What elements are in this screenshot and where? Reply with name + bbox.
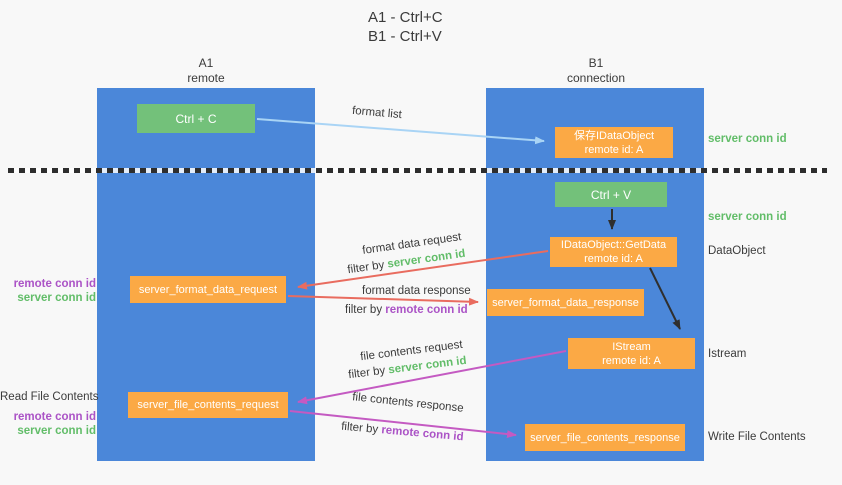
title-line-ctrl-c: A1 - Ctrl+C bbox=[368, 9, 443, 26]
ctrl-c-action-box: Ctrl + C bbox=[137, 104, 255, 133]
title-line-ctrl-v: B1 - Ctrl+V bbox=[368, 28, 442, 45]
annotation-remote-conn-id-file: remote conn id bbox=[13, 411, 96, 423]
filter-by-text: filter by bbox=[340, 420, 379, 436]
annotation-istream: Istream bbox=[708, 348, 747, 360]
istream-box: IStream remote id: A bbox=[568, 338, 695, 369]
annotation-server-conn-id-save: server conn id bbox=[708, 133, 787, 145]
format-list-label: format list bbox=[351, 104, 403, 122]
file-contents-response-label: file contents response bbox=[351, 391, 465, 415]
server-file-contents-response-label: server_file_contents_response bbox=[530, 431, 680, 444]
lifeline-a1-name: A1 bbox=[198, 56, 214, 70]
diagram-title: A1 - Ctrl+C B1 - Ctrl+V bbox=[368, 8, 443, 46]
filter-by-text: filter by bbox=[347, 364, 386, 382]
lifeline-b1-role: connection bbox=[566, 71, 626, 85]
dotted-divider-line bbox=[8, 168, 827, 173]
format-data-response-label: format data response bbox=[362, 285, 471, 297]
remote-conn-id-text: remote conn id bbox=[385, 304, 468, 316]
istream-line1: IStream bbox=[612, 340, 651, 353]
lifeline-header-a1: A1 remote bbox=[146, 56, 266, 86]
server-format-data-response-label: server_format_data_response bbox=[492, 296, 639, 309]
annotation-server-conn-id-file: server conn id bbox=[17, 425, 96, 437]
ctrl-v-action-box: Ctrl + V bbox=[555, 182, 667, 207]
lifeline-header-b1: B1 connection bbox=[536, 56, 656, 86]
save-idataobject-box: 保存IDataObject remote id: A bbox=[555, 127, 673, 158]
getdata-line2: remote id: A bbox=[584, 253, 643, 265]
format-data-response-filter-label: filter by remote conn id bbox=[345, 304, 468, 316]
server-format-data-request-box: server_format_data_request bbox=[130, 276, 286, 303]
filter-by-text: filter by bbox=[346, 259, 386, 277]
annotation-remote-conn-id-format: remote conn id bbox=[13, 278, 96, 290]
file-contents-response-filter-label: filter by remote conn id bbox=[341, 421, 464, 444]
server-file-contents-request-label: server_file_contents_request bbox=[137, 399, 279, 411]
getdata-line1: IDataObject::GetData bbox=[560, 239, 667, 251]
save-idataobject-line2: remote id: A bbox=[584, 143, 644, 156]
annotation-read-file-contents: Read File Contents bbox=[0, 391, 99, 403]
server-format-data-request-label: server_format_data_request bbox=[138, 283, 278, 296]
filter-by-text: filter by bbox=[345, 304, 383, 316]
save-idataobject-line1: 保存IDataObject bbox=[573, 129, 655, 142]
lifeline-b1-name: B1 bbox=[588, 56, 604, 70]
server-file-contents-request-box: server_file_contents_request bbox=[128, 392, 288, 418]
ctrl-v-label: Ctrl + V bbox=[590, 187, 632, 202]
annotation-write-file-contents: Write File Contents bbox=[708, 431, 806, 443]
server-format-data-response-box: server_format_data_response bbox=[487, 289, 644, 316]
annotation-server-conn-id-format: server conn id bbox=[17, 292, 96, 304]
annotation-dataobject: DataObject bbox=[708, 245, 766, 257]
ctrl-c-label: Ctrl + C bbox=[175, 111, 217, 126]
annotation-server-conn-id-ctrlv: server conn id bbox=[708, 211, 787, 223]
remote-conn-id-text: remote conn id bbox=[380, 424, 465, 444]
server-file-contents-response-box: server_file_contents_response bbox=[525, 424, 685, 451]
istream-line2: remote id: A bbox=[602, 354, 661, 367]
lifeline-a1-role: remote bbox=[187, 71, 225, 85]
idataobject-getdata-box: IDataObject::GetData remote id: A bbox=[550, 237, 677, 267]
